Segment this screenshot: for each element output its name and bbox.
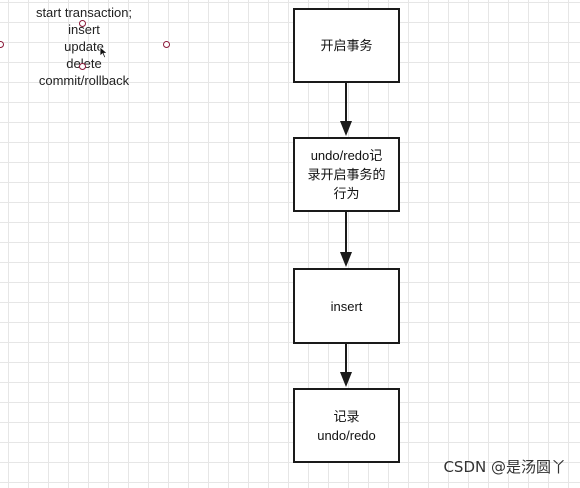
arrow-2	[340, 212, 352, 267]
arrow-3	[340, 344, 352, 387]
flow-box-start-transaction[interactable]: 开启事务	[293, 8, 400, 83]
mouse-cursor-icon	[99, 46, 108, 59]
flow-box-undo-redo-record[interactable]: undo/redo记 录开启事务的 行为	[293, 137, 400, 212]
watermark-text: CSDN @是汤圆丫	[443, 458, 566, 476]
arrow-1	[340, 83, 352, 136]
flow-box-label-line3: 行为	[333, 186, 360, 201]
text-line-start-transaction: start transaction;	[35, 5, 133, 20]
flow-box-label: 开启事务	[320, 38, 373, 53]
text-line-update: update	[64, 39, 104, 54]
flow-box-record-undo-redo[interactable]: 记录 undo/redo	[293, 388, 400, 463]
text-line-insert: insert	[68, 22, 100, 37]
flow-box-label-line2: 录开启事务的	[307, 167, 386, 182]
flow-box-label: insert	[330, 298, 363, 314]
flow-box-label-line2: undo/redo	[317, 427, 376, 443]
resize-handle-bottom[interactable]	[79, 63, 86, 70]
flow-box-insert[interactable]: insert	[293, 268, 400, 344]
text-line-commit-rollback: commit/rollback	[38, 73, 130, 88]
resize-handle-top[interactable]	[79, 20, 86, 27]
flow-box-label-line1: undo/redo记	[310, 148, 383, 163]
resize-handle-left[interactable]	[0, 41, 4, 48]
flow-box-label-line1: 记录	[333, 408, 360, 424]
resize-handle-right[interactable]	[163, 41, 170, 48]
